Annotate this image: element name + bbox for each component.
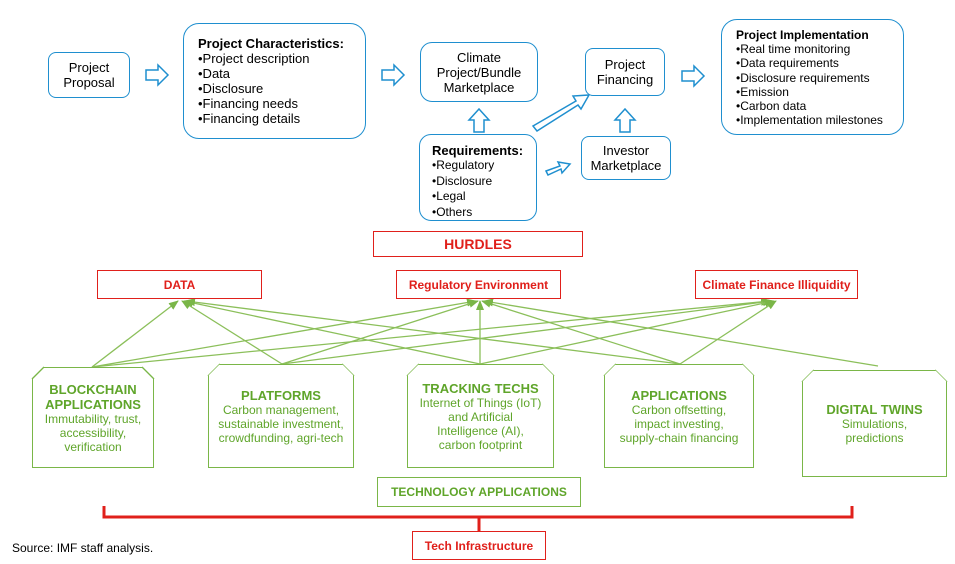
- list-item: •Data: [198, 66, 231, 81]
- technology-applications-box: TECHNOLOGY APPLICATIONS: [377, 477, 581, 507]
- hurdle-illiquidity-label: Climate Finance Illiquidity: [702, 277, 851, 292]
- requirements-box: Requirements: •Regulatory •Disclosure •L…: [419, 134, 537, 221]
- list-item: •Implementation milestones: [736, 113, 883, 128]
- infrastructure-bracket: [102, 506, 854, 531]
- tech-card-description: Simulations, predictions: [841, 417, 908, 445]
- arrow-to-investor: [544, 161, 572, 176]
- hurdle-data-box: DATA: [97, 270, 262, 299]
- project-financing-label: Project Financing: [596, 57, 654, 87]
- arrow-right-2: [381, 63, 406, 87]
- technology-applications-label: TECHNOLOGY APPLICATIONS: [391, 485, 567, 499]
- characteristics-title: Project Characteristics:: [198, 36, 344, 51]
- tech-infrastructure-box: Tech Infrastructure: [412, 531, 546, 560]
- list-item: •Disclosure: [198, 81, 264, 96]
- marketplace-box: Climate Project/Bundle Marketplace: [420, 42, 538, 102]
- requirements-list: •Regulatory •Disclosure •Legal •Others: [432, 158, 536, 220]
- list-item: •Others: [432, 204, 473, 219]
- tech-card-title: PLATFORMS: [241, 387, 321, 403]
- list-item: •Real time monitoring: [736, 42, 851, 57]
- project-proposal-box: Project Proposal: [48, 52, 130, 98]
- implementation-list: •Real time monitoring •Data requirements…: [736, 42, 903, 127]
- list-item: •Emission: [736, 84, 789, 99]
- hurdles-header: HURDLES: [373, 231, 583, 257]
- source-note: Source: IMF staff analysis.: [12, 541, 154, 555]
- hurdle-illiquidity-box: Climate Finance Illiquidity: [695, 270, 858, 299]
- investor-marketplace-box: Investor Marketplace: [581, 136, 671, 180]
- list-item: •Disclosure: [432, 173, 493, 188]
- tech-card-title: TRACKING TECHS: [422, 380, 539, 396]
- hurdle-regulatory-label: Regulatory Environment: [408, 277, 549, 292]
- tech-card-description: Internet of Things (IoT) and Artificial …: [419, 395, 542, 452]
- tech-card-description: Immutability, trust, accessibility, veri…: [44, 411, 142, 454]
- project-financing-box: Project Financing: [585, 48, 665, 96]
- tech-card-blockchain: BLOCKCHAIN APPLICATIONS Immutability, tr…: [32, 367, 154, 468]
- hurdle-regulatory-box: Regulatory Environment: [396, 270, 561, 299]
- tech-infrastructure-label: Tech Infrastructure: [424, 538, 534, 553]
- hurdles-title: HURDLES: [444, 236, 512, 252]
- arrow-diagonal: [531, 94, 591, 132]
- tech-card-title: DIGITAL TWINS: [826, 402, 923, 417]
- list-item: •Financing needs: [198, 96, 298, 111]
- tech-card-tracking: TRACKING TECHS Internet of Things (IoT) …: [407, 364, 554, 468]
- list-item: •Data requirements: [736, 56, 839, 71]
- implementation-title: Project Implementation: [736, 28, 869, 42]
- requirements-title: Requirements:: [432, 143, 524, 158]
- hurdle-links: [91, 297, 879, 368]
- tech-card-digital-twins: DIGITAL TWINS Simulations, predictions: [802, 370, 947, 477]
- project-characteristics-box: Project Characteristics: •Project descri…: [183, 23, 366, 139]
- arrow-up-requirements: [467, 107, 491, 133]
- tech-card-description: Carbon management, sustainable investmen…: [218, 402, 344, 445]
- flow-arrows: [145, 63, 706, 176]
- tech-card-platforms: PLATFORMS Carbon management, sustainable…: [208, 364, 354, 468]
- list-item: •Financing details: [198, 111, 301, 126]
- arrow-right-3: [681, 64, 706, 88]
- tech-card-title: APPLICATIONS: [631, 387, 727, 403]
- hurdle-data-label: DATA: [163, 277, 196, 292]
- characteristics-list: •Project description •Data •Disclosure •…: [198, 51, 365, 126]
- tech-card-title: BLOCKCHAIN APPLICATIONS: [45, 381, 141, 412]
- list-item: •Regulatory: [432, 158, 495, 172]
- marketplace-label: Climate Project/Bundle Marketplace: [436, 49, 522, 95]
- list-item: •Project description: [198, 51, 310, 66]
- list-item: •Legal: [432, 189, 466, 203]
- project-proposal-label: Project Proposal: [63, 60, 115, 90]
- list-item: •Disclosure requirements: [736, 70, 870, 85]
- investor-marketplace-label: Investor Marketplace: [590, 143, 662, 173]
- arrow-up-investor: [613, 107, 637, 133]
- tech-card-applications: APPLICATIONS Carbon offsetting, impact i…: [604, 364, 754, 468]
- list-item: •Carbon data: [736, 99, 807, 114]
- arrow-right-1: [145, 63, 170, 87]
- tech-card-description: Carbon offsetting, impact investing, sup…: [619, 402, 739, 445]
- project-implementation-box: Project Implementation •Real time monito…: [721, 19, 904, 135]
